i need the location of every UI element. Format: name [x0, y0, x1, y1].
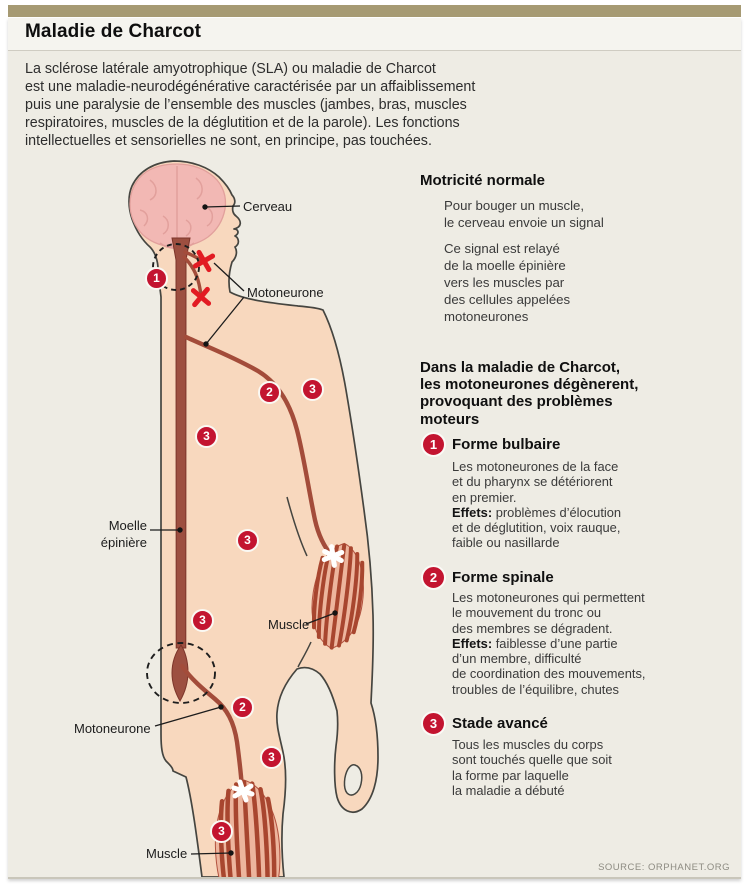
item-body-stade-avance: Tous les muscles du corps sont touchés q… [452, 737, 612, 798]
list-badge-3: 3 [421, 711, 446, 736]
label-motoneurone-top: Motoneurone [247, 285, 324, 300]
spinal-cord [171, 237, 191, 649]
body-marker-3: 3 [191, 609, 214, 632]
x-cross-icon [190, 286, 212, 308]
normal-paragraph-1: Pour bouger un muscle, le cerveau envoie… [444, 198, 604, 230]
source-credit: SOURCE: ORPHANET.ORG [598, 862, 730, 873]
x-cross-icon [192, 249, 216, 273]
heading-motricite-normale: Motricité normale [420, 172, 546, 189]
body-marker-3: 3 [260, 746, 283, 769]
leader-lines [150, 205, 336, 855]
item-desc: Les motoneurones qui permettent le mouve… [452, 590, 645, 636]
hand-thumb-gap [343, 764, 363, 796]
item-body-forme-bulbaire: Les motoneurones de la face et du pharyn… [452, 459, 621, 551]
brain-gyri [139, 166, 214, 249]
nerve-ending-leg-icon [231, 779, 255, 803]
body-marker-2: 2 [258, 381, 281, 404]
item-title-forme-bulbaire: Forme bulbaire [452, 436, 561, 453]
dashed-circle-lumbar [146, 642, 216, 704]
item-desc: Les motoneurones de la face et du pharyn… [452, 459, 619, 505]
page-title: Maladie de Charcot [25, 21, 202, 42]
arm-torso-line [286, 496, 308, 557]
leader-dots [177, 204, 338, 856]
list-badge-2: 2 [421, 565, 446, 590]
cauda-bulb [171, 644, 189, 703]
heading-disease: Dans la maladie de Charcot, les motoneur… [420, 359, 639, 428]
dashed-circle-bulbar [152, 243, 200, 291]
list-badge-1: 1 [421, 432, 446, 457]
label-muscle-bottom: Muscle [146, 846, 188, 861]
intro-paragraph: La sclérose latérale amyotrophique (SLA)… [25, 61, 476, 149]
accent-bar [8, 5, 741, 17]
item-effects: Effets: problèmes d’élocution et de dégl… [452, 504, 622, 551]
body-marker-3: 3 [301, 378, 324, 401]
label-muscle-arm: Muscle [268, 617, 310, 632]
body-marker-3: 3 [195, 425, 218, 448]
item-body-forme-spinale: Les motoneurones qui permettent le mouve… [452, 590, 645, 697]
label-motoneurone-bottom: Motoneurone [74, 721, 151, 736]
normal-paragraph-2: Ce signal est relayé de la moelle épiniè… [444, 241, 571, 324]
body-marker-3: 3 [210, 820, 233, 843]
item-title-stade-avance: Stade avancé [452, 715, 548, 732]
body-marker-3: 3 [236, 529, 259, 552]
body-marker-2: 2 [231, 696, 254, 719]
body-illustration [128, 160, 379, 877]
body-marker-1: 1 [145, 267, 168, 290]
label-cerveau: Cerveau [243, 199, 293, 214]
item-effects: Effets: faiblesse d’une partie d’un memb… [452, 635, 646, 697]
item-title-forme-spinale: Forme spinale [452, 569, 554, 586]
label-moelle-epiniere: Moelle épinière [100, 518, 147, 550]
brain [129, 163, 227, 248]
body-silhouette [128, 160, 379, 877]
item-desc: Tous les muscles du corps sont touchés q… [452, 737, 612, 798]
forearm-line [297, 641, 312, 668]
nerve-ending-arm-icon [321, 544, 345, 568]
title-strip [8, 18, 741, 51]
